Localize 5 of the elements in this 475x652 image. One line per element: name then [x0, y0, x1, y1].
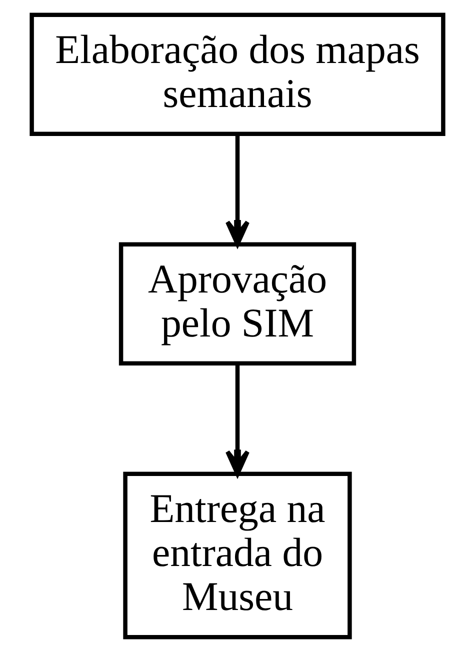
arrow: [225, 364, 250, 476]
arrow: [225, 134, 250, 246]
node-box: Entrega na entrada do Museu: [123, 472, 352, 640]
node-box: Aprovação pelo SIM: [118, 242, 356, 366]
node-box: Elaboração dos mapas semanais: [30, 12, 446, 136]
